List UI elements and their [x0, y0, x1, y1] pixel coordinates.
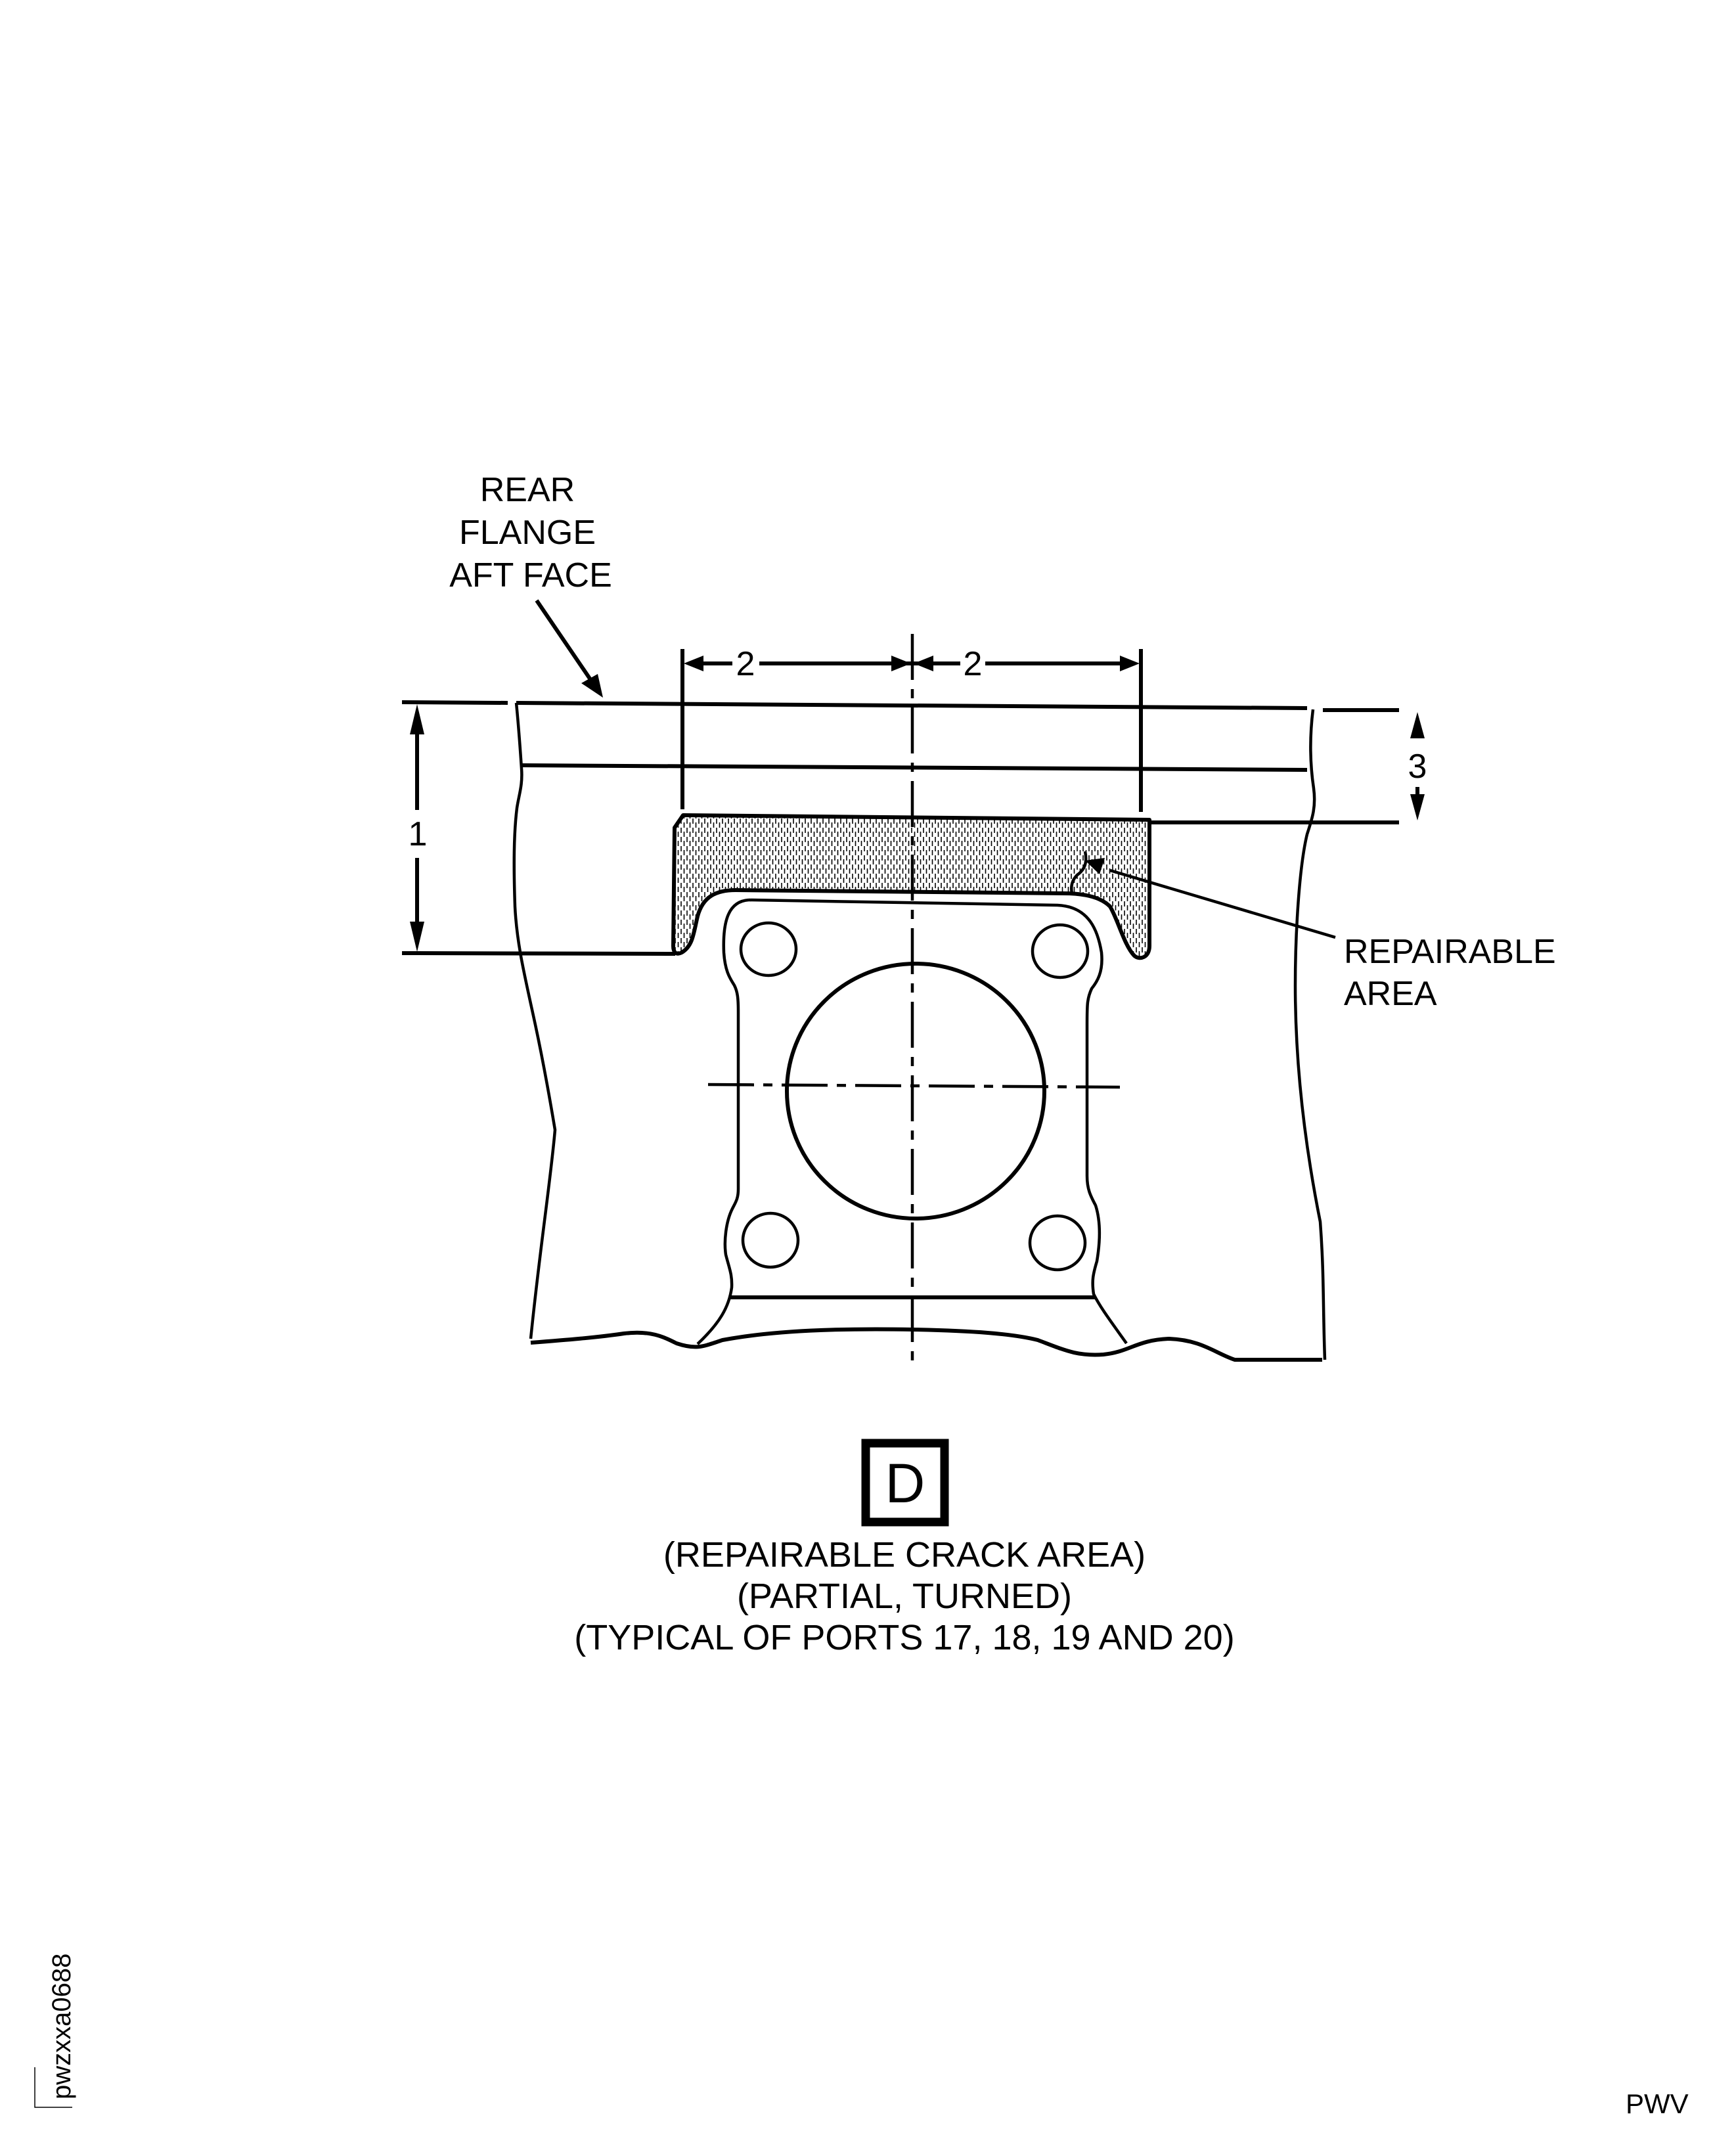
dim-2-right-value: 2 — [964, 645, 983, 683]
port-bore-circle — [785, 962, 1046, 1221]
dim-1-arrow-top — [410, 704, 424, 734]
repairable-area-label-line-2: AREA — [1344, 975, 1437, 1013]
dim-1-arrow-bottom — [410, 922, 424, 952]
side-identifier: pwzxxa0688 — [34, 1954, 76, 2108]
side-identifier-bracket — [34, 2067, 72, 2108]
dim-3-arrow-bottom — [1410, 794, 1425, 820]
view-caption: (REPAIRABLE CRACK AREA) (PARTIAL, TURNED… — [574, 1535, 1234, 1657]
dim-2-left-value: 2 — [736, 645, 755, 683]
dimension-3: 3 — [1151, 708, 1427, 824]
view-identifier: D — [861, 1439, 949, 1527]
left-break-line — [512, 702, 557, 1339]
casing-body — [512, 701, 1327, 1362]
repairable-area-leader-line — [1109, 868, 1336, 939]
view-letter-box — [861, 1439, 949, 1527]
dimension-1: 1 — [401, 700, 676, 956]
callout-line-rear: REAR — [480, 471, 575, 509]
repairable-area-label-line-1: REPAIRABLE — [1344, 933, 1556, 971]
right-break-line — [1293, 709, 1327, 1360]
bolt-hole-bottom-left — [741, 1211, 800, 1269]
dim-1-value: 1 — [409, 815, 428, 853]
view-letter: D — [885, 1452, 925, 1514]
caption-line-2: (PARTIAL, TURNED) — [737, 1577, 1072, 1616]
bolt-hole-top-right — [1031, 923, 1090, 979]
caption-line-1: (REPAIRABLE CRACK AREA) — [663, 1535, 1146, 1575]
dim-3-value: 3 — [1408, 748, 1427, 786]
bolt-hole-bottom-right — [1028, 1214, 1087, 1272]
rear-flange-callout: REAR FLANGE AFT FACE — [449, 471, 612, 698]
caption-line-3: (TYPICAL OF PORTS 17, 18, 19 AND 20) — [574, 1618, 1234, 1657]
rear-flange-leader-line — [535, 599, 593, 682]
callout-line-flange: FLANGE — [459, 514, 596, 552]
dimension-2-pair: 2 2 — [680, 645, 1143, 812]
repairable-area-callout: REPAIRABLE AREA — [1085, 858, 1556, 1013]
dim-2-right-arrow-r — [1120, 656, 1140, 671]
repairable-area-leader-arrowhead — [1085, 858, 1105, 874]
horizontal-centerline — [707, 1083, 1121, 1089]
callout-line-aft-face: AFT FACE — [449, 556, 612, 594]
flange-aft-face-edge — [516, 701, 1308, 710]
port-flange-outline-left — [696, 898, 749, 1345]
dim-1-ext-bottom — [401, 951, 676, 956]
side-identifier-code: pwzxxa0688 — [47, 1954, 76, 2099]
bolt-hole-top-left — [739, 921, 798, 977]
dim-2-left-arrow-l — [684, 656, 703, 671]
dim-3-arrow-top — [1410, 712, 1425, 738]
bottom-break-line — [530, 1327, 1322, 1362]
port-flange — [696, 634, 1128, 1370]
rear-flange-leader-arrowhead — [581, 674, 603, 698]
dim-1-ext-top — [401, 700, 508, 705]
port-flange-outline — [748, 898, 1128, 1345]
corner-identifier-code: PWV — [1626, 2088, 1689, 2119]
dim-2-right-arrow-l — [914, 656, 933, 671]
